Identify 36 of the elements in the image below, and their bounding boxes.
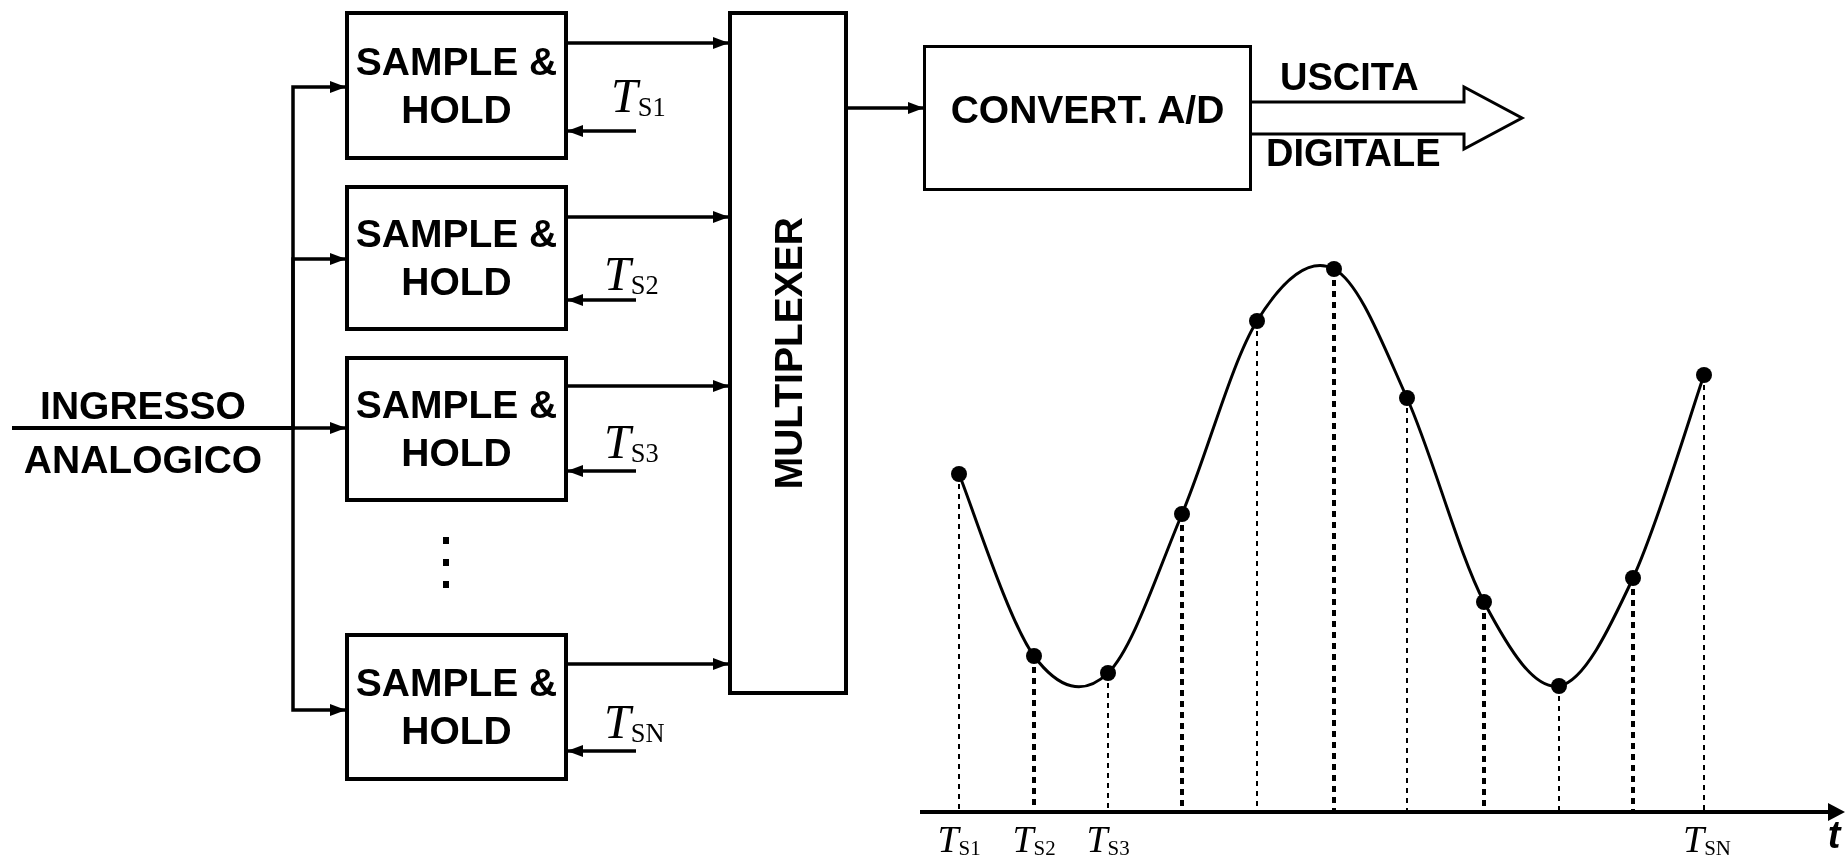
arrow bbox=[567, 745, 636, 757]
sample-time-label: T$_{S2}$ bbox=[1012, 820, 1056, 858]
arrow bbox=[12, 426, 346, 716]
arrow bbox=[568, 211, 729, 223]
arrow bbox=[568, 658, 729, 670]
arrow bbox=[568, 380, 729, 392]
sample-hold-box bbox=[345, 185, 568, 331]
block-label: SAMPLE & HOLD bbox=[354, 38, 559, 133]
arrow bbox=[567, 125, 636, 137]
input-label: INGRESSO bbox=[39, 386, 247, 426]
arrow bbox=[567, 294, 636, 306]
block-label: SAMPLE & HOLD bbox=[354, 211, 559, 305]
input-label: ANALOGICO bbox=[22, 440, 264, 480]
clock-signal-label: T$_{S1}$ bbox=[611, 72, 666, 120]
multiplexer-box bbox=[728, 11, 848, 695]
clock-signal-label: T$_{S2}$ bbox=[604, 250, 659, 298]
sample-time-label: T$_{SN}$ bbox=[1683, 820, 1731, 858]
sample-hold-box bbox=[345, 11, 568, 160]
arrow bbox=[568, 37, 729, 49]
arrow bbox=[848, 102, 924, 114]
output-label: DIGITALE bbox=[1266, 134, 1441, 172]
sample-time-label: T$_{S1}$ bbox=[937, 820, 981, 858]
clock-signal-label: T$_{S3}$ bbox=[604, 418, 659, 466]
arrow bbox=[567, 465, 636, 477]
block-label: SAMPLE & HOLD bbox=[354, 382, 559, 476]
output-label: USCITA bbox=[1280, 58, 1419, 96]
axis-label: t bbox=[1827, 816, 1841, 854]
sample-time-label: T$_{S3}$ bbox=[1086, 820, 1130, 858]
block-label: MULTIPLEXER bbox=[768, 216, 808, 490]
sample-hold-box bbox=[345, 633, 568, 781]
sample-hold-box bbox=[345, 356, 568, 502]
clock-signal-label: T$_{SN}$ bbox=[604, 698, 665, 746]
block-label: SAMPLE & HOLD bbox=[354, 660, 559, 754]
converter-box bbox=[923, 45, 1252, 191]
block-label: CONVERT. A/D bbox=[950, 87, 1225, 133]
output-block-arrow bbox=[1250, 84, 1526, 152]
